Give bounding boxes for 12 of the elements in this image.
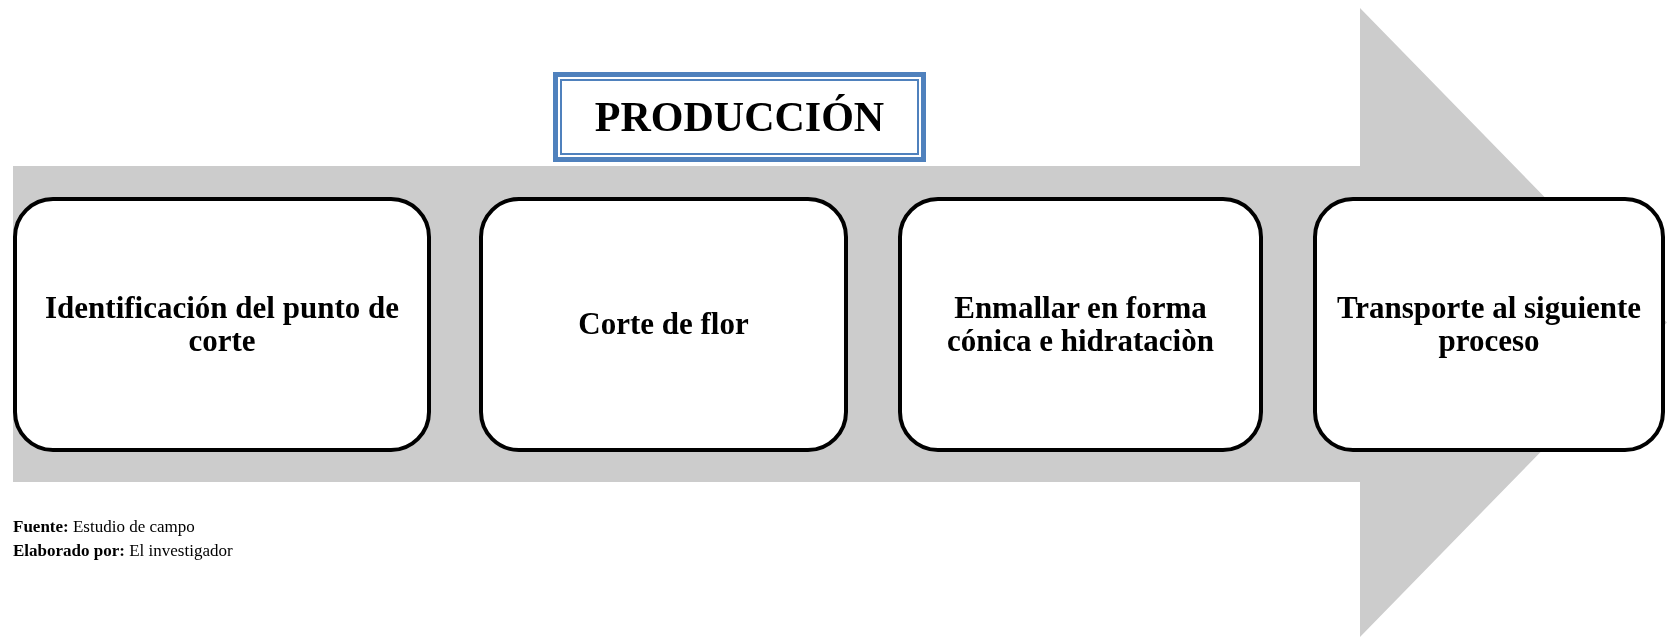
source-note: Elaborado por: El investigador (13, 540, 233, 562)
source-note: Fuente: Estudio de campo (13, 516, 195, 538)
process-box (13, 197, 431, 452)
step-text: Identificación del punto de corte (44, 291, 400, 358)
process-box (898, 197, 1263, 452)
step-text: Transporte al siguiente proceso (1335, 291, 1643, 358)
title-text: PRODUCCIÓN (594, 93, 885, 141)
step-text: Enmallar en forma cónica e hidrataciòn (946, 291, 1215, 358)
process-box (1313, 197, 1665, 452)
process-box (479, 197, 848, 452)
title-box (553, 72, 926, 162)
step-text: Corte de flor (577, 308, 750, 341)
